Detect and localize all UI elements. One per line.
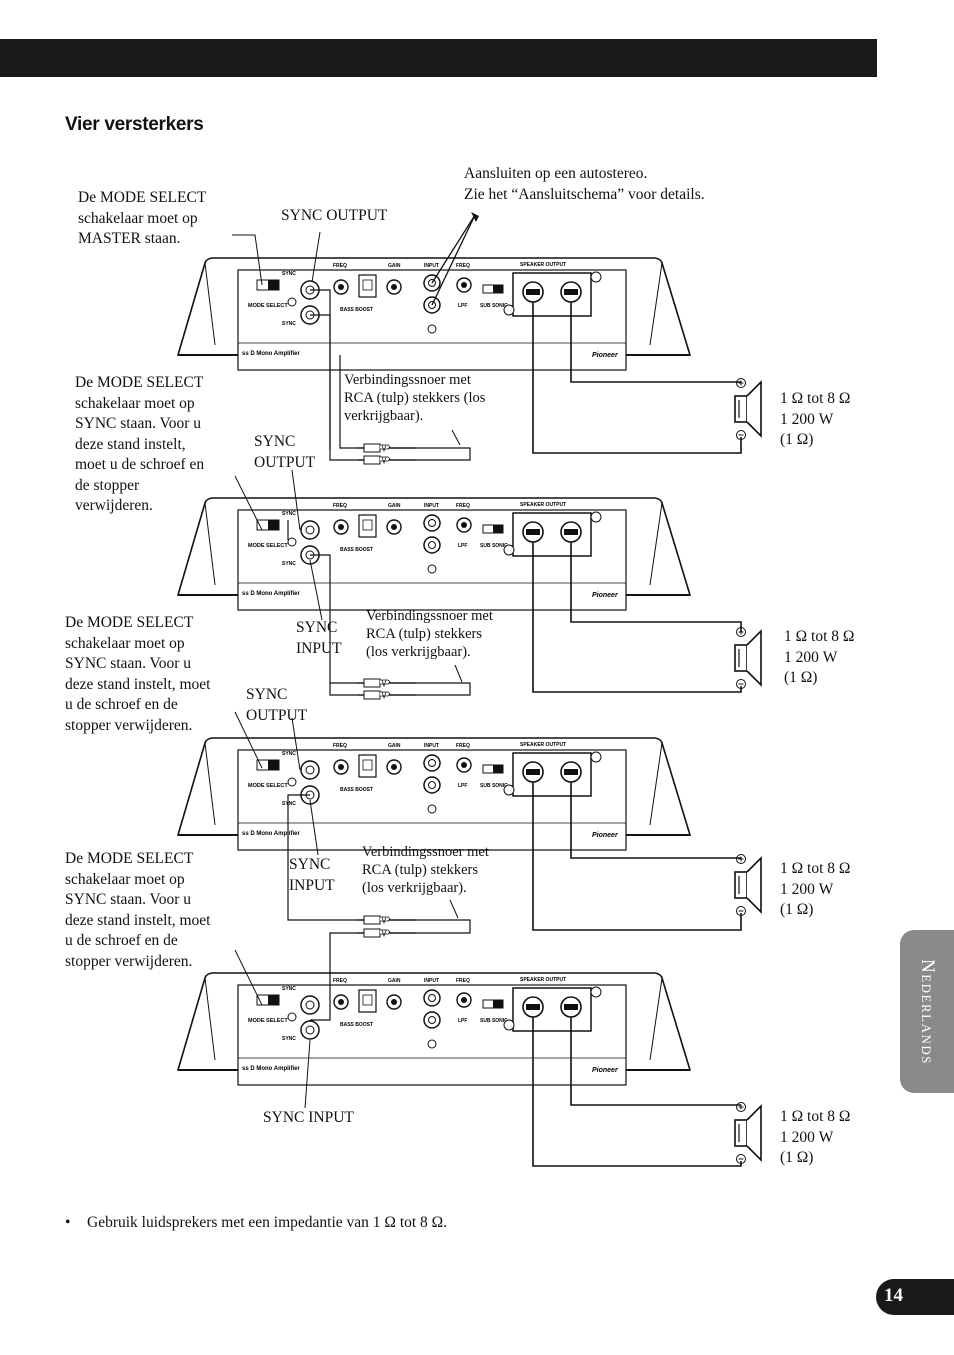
speaker-1 (734, 377, 762, 441)
speaker-spec-4: 1 Ω tot 8 Ω 1 200 W (1 Ω) (780, 1108, 851, 1166)
note-cable-3: Verbindingssnoer met RCA (tulp) stekkers… (362, 844, 489, 896)
amplifier-1 (177, 257, 691, 371)
speaker-spec-3: 1 Ω tot 8 Ω 1 200 W (1 Ω) (780, 860, 851, 918)
speaker-4 (734, 1101, 762, 1165)
label-sync-input-2: SYNC INPUT (296, 619, 342, 657)
amplifier-3 (177, 737, 691, 851)
note-slave-1: De MODE SELECT schakelaar moet op SYNC s… (75, 374, 205, 514)
label-sync-input-4: SYNC INPUT (263, 1109, 354, 1126)
note-slave-3: De MODE SELECT schakelaar moet op SYNC s… (65, 850, 211, 970)
label-sync-output-3: SYNC OUTPUT (246, 686, 308, 724)
page-number-badge: 14 (876, 1279, 954, 1315)
bullet-note: •Gebruik luidsprekers met een impedantie… (65, 1214, 448, 1231)
speaker-3 (734, 853, 762, 917)
note-cable-2: Verbindingssnoer met RCA (tulp) stekkers… (366, 608, 493, 660)
note-cable-1: Verbindingssnoer met RCA (tulp) stekkers… (344, 372, 486, 424)
note-slave-2: De MODE SELECT schakelaar moet op SYNC s… (65, 614, 211, 734)
label-sync-input-3: SYNC INPUT (289, 856, 335, 894)
note-stereo: Aansluiten op een autostereo. Zie het “A… (464, 165, 705, 203)
page-number: 14 (884, 1285, 903, 1306)
bullet-text: Gebruik luidsprekers met een impedantie … (87, 1214, 448, 1231)
section-heading: Vier versterkers (65, 114, 204, 135)
language-tab: Nederlands (900, 930, 954, 1093)
label-sync-output-1: SYNC OUTPUT (281, 207, 388, 224)
speaker-spec-2: 1 Ω tot 8 Ω 1 200 W (1 Ω) (784, 628, 855, 686)
language-tab-label: Nederlands (917, 958, 938, 1065)
label-sync-output-2: SYNC OUTPUT (254, 433, 316, 471)
speaker-spec-1: 1 Ω tot 8 Ω 1 200 W (1 Ω) (780, 390, 851, 448)
top-bar (0, 39, 877, 77)
note-master: De MODE SELECT schakelaar moet op MASTER… (78, 189, 207, 247)
speaker-2 (734, 626, 762, 690)
